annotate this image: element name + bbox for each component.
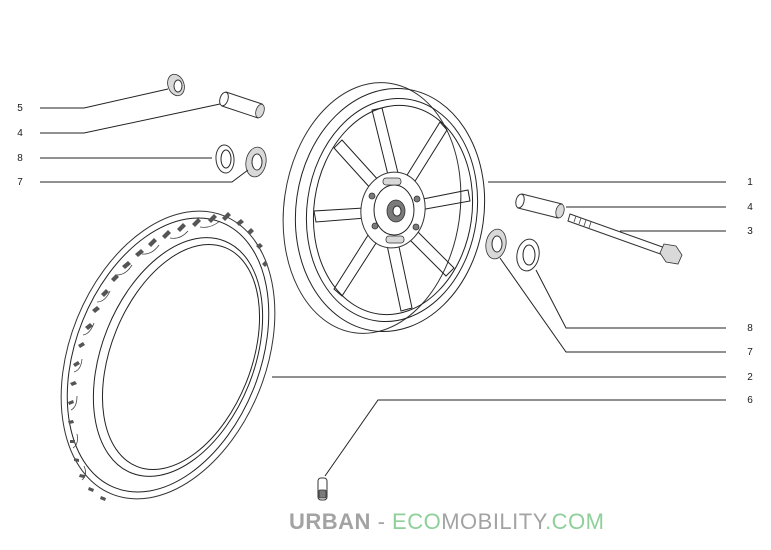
callout-right-7: 7 [747,347,753,358]
callout-right-4: 4 [747,202,753,213]
bearing-part-7-right [485,228,507,260]
bearing-part-7-left [245,146,267,178]
tire [60,210,276,501]
seal-ring-part-8-left [215,144,235,174]
watermark-logo: URBAN - ECOMOBILITY.COM [289,508,605,536]
seal-ring-part-8-right [516,238,540,272]
callout-right-6: 6 [747,395,753,406]
nut-part-5 [167,73,185,97]
watermark-urban: URBAN [289,509,371,534]
leader-lines [40,88,726,477]
watermark-mobility: MOBILITY [441,509,546,534]
axle-bolt-part-3 [567,213,683,265]
callout-right-1: 1 [747,177,753,188]
callout-right-2: 2 [747,372,753,383]
spacer-part-4-right [515,193,565,219]
callout-right-8: 8 [747,323,753,334]
spacer-part-4-left [219,91,265,119]
valve-part-6 [317,477,328,501]
rim [282,82,486,334]
watermark-dash: - [370,509,393,534]
callout-left-5: 5 [17,103,23,114]
watermark-com: .COM [545,509,605,534]
callout-left-8: 8 [17,153,23,164]
callout-right-3: 3 [747,226,753,237]
callout-left-7: 7 [17,177,23,188]
callout-left-4: 4 [17,128,23,139]
watermark-eco: ECO [392,509,442,534]
